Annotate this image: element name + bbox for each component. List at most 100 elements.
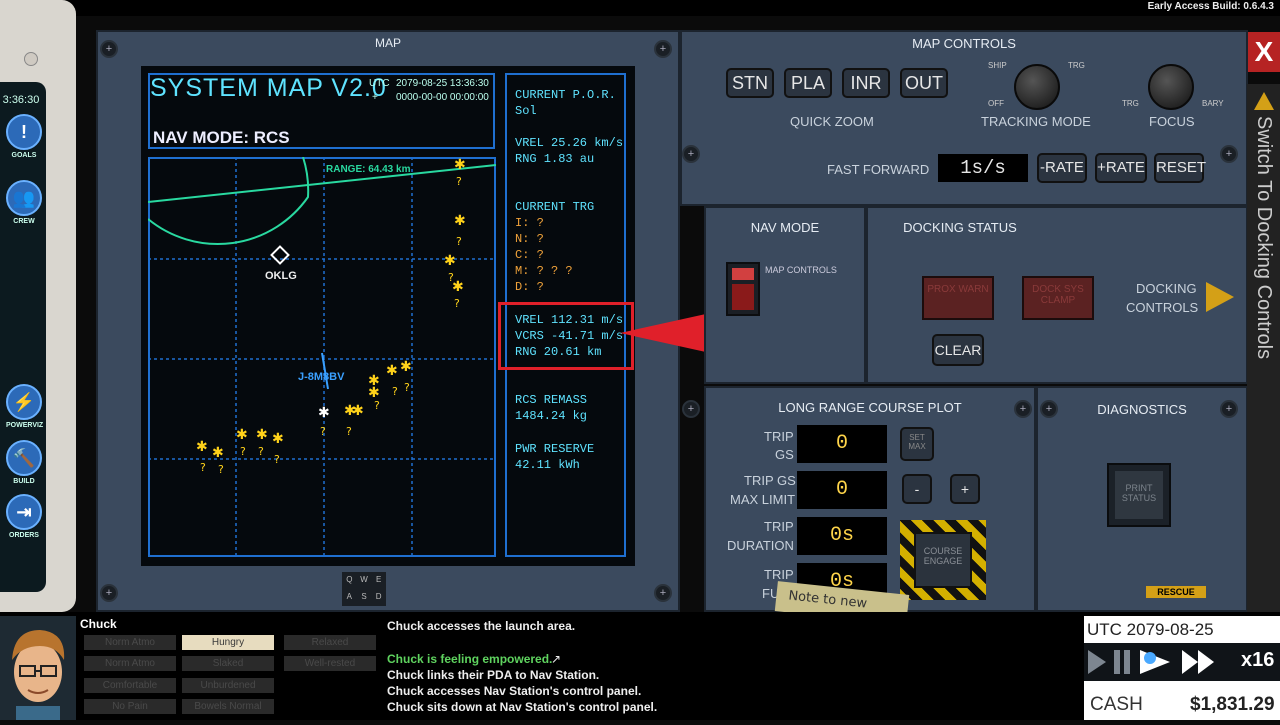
svg-text:?: ? xyxy=(392,385,398,398)
side-tab[interactable] xyxy=(1247,84,1280,612)
chuck-portrait-icon xyxy=(12,630,65,720)
cash-value: $1,831.29 xyxy=(1190,694,1275,715)
clear-button[interactable]: CLEAR xyxy=(932,334,984,366)
docking-status-title: DOCKING STATUS xyxy=(903,220,1017,235)
print-status-button[interactable]: PRINT STATUS xyxy=(1115,471,1163,519)
plus-rate-button[interactable]: +RATE xyxy=(1095,153,1147,183)
pda-goals-button[interactable]: ! GOALS xyxy=(6,114,42,159)
trg-line: N: ? xyxy=(515,232,544,246)
docking-controls-label-2: CONTROLS xyxy=(1126,300,1199,315)
minus-rate-button[interactable]: -RATE xyxy=(1037,153,1087,183)
build-label: Early Access Build: 0.6.4.3 xyxy=(1147,1,1274,12)
tracking-ship-label: SHIP xyxy=(988,61,1007,70)
nav-mode-switch[interactable] xyxy=(726,262,760,316)
key-s: S xyxy=(361,592,367,601)
reset-button[interactable]: RESET xyxy=(1154,153,1206,183)
pda-crew-button[interactable]: 👥 CREW xyxy=(6,180,42,225)
play-slow-icon xyxy=(1088,650,1106,674)
por-title: CURRENT P.O.R. xyxy=(515,88,616,102)
switch-lever xyxy=(732,284,754,310)
fuel-label-2: FU xyxy=(762,586,780,601)
system-map-view[interactable]: ✱? ✱? ✱? ✱? ✱✱? ✱? ✱? ✱✱? ✱? ✱✱✱ ?? ✱✱ ?… xyxy=(148,157,496,557)
pda-time: 3:36:30 xyxy=(2,94,40,106)
pla-button[interactable]: PLA xyxy=(784,68,832,98)
link-arrow-icon[interactable]: ↗ xyxy=(551,652,562,666)
trg-title: CURRENT TRG xyxy=(515,200,595,214)
pda-build-button[interactable]: 🔨 BUILD xyxy=(6,440,42,485)
svg-text:?: ? xyxy=(200,461,206,474)
log-line-empowered: Chuck is feeling empowered. xyxy=(387,652,553,666)
pda-powerviz-label: POWERVIZ xyxy=(6,422,44,429)
crew-icon: 👥 xyxy=(6,180,42,216)
nav-mode-label: NAV MODE: RCS xyxy=(153,128,290,147)
crew-name: Chuck xyxy=(80,617,117,631)
focus-knob[interactable] xyxy=(1148,64,1194,110)
screw-icon: + xyxy=(682,400,700,418)
stn-button[interactable]: STN xyxy=(726,68,774,98)
svg-text:?: ? xyxy=(258,445,264,458)
svg-text:✱: ✱ xyxy=(318,405,330,421)
svg-text:✱: ✱ xyxy=(344,403,356,419)
time-control-icons xyxy=(1088,650,1214,674)
rcs-value: 1484.24 kg xyxy=(515,409,588,423)
close-button[interactable]: X xyxy=(1248,32,1280,72)
course-plot-title: LONG RANGE COURSE PLOT xyxy=(778,400,962,415)
log-line: Chuck accesses the launch area. xyxy=(387,619,576,633)
switch-to-docking-label[interactable]: Switch To Docking Controls xyxy=(1253,116,1275,360)
screw-icon: + xyxy=(1220,400,1238,418)
pda-orders-label: ORDERS xyxy=(9,532,39,539)
max-limit-display: 0 xyxy=(797,471,887,509)
set-max-button[interactable]: SET MAX xyxy=(900,427,934,461)
svg-text:✱: ✱ xyxy=(196,439,208,455)
decrease-button[interactable]: - xyxy=(902,474,932,504)
pwr-title: PWR RESERVE xyxy=(515,442,595,456)
docking-arrow-icon[interactable] xyxy=(1206,282,1234,312)
svg-text:?: ? xyxy=(320,425,326,438)
inr-button[interactable]: INR xyxy=(842,68,890,98)
ship-trajectory xyxy=(321,352,329,390)
orders-icon: ⇥ xyxy=(6,494,42,530)
range-line xyxy=(148,164,496,203)
log-line: Chuck accesses Nav Station's control pan… xyxy=(387,684,642,698)
key-q: Q xyxy=(346,575,353,584)
svg-text:✱: ✱ xyxy=(368,385,380,401)
log-line: Chuck sits down at Nav Station's control… xyxy=(387,700,658,714)
out-button[interactable]: OUT xyxy=(900,68,948,98)
focus-trg-label: TRG xyxy=(1122,99,1139,108)
trait-badge: Comfortable xyxy=(84,678,176,693)
keyboard-hint: Q W E A S D xyxy=(342,572,386,606)
trait-badge: Unburdened xyxy=(182,678,274,693)
fuel-label-1: TRIP xyxy=(764,567,794,582)
side-tab-arrow-icon xyxy=(1254,92,1274,110)
max-limit-label-1: TRIP GS xyxy=(744,473,796,488)
svg-text:?: ? xyxy=(456,235,462,248)
station-marker xyxy=(270,245,290,265)
trip-gs-label-1: TRIP xyxy=(764,429,794,444)
trait-badge: Relaxed xyxy=(284,635,376,650)
trait-badge: Norm Atmo xyxy=(84,635,176,650)
rng-1: RNG 1.83 au xyxy=(515,152,595,166)
screw-icon: + xyxy=(654,584,672,602)
key-e: E xyxy=(375,575,382,584)
trg-line: D: ? xyxy=(515,280,544,294)
rescue-button[interactable]: RESCUE xyxy=(1146,586,1206,598)
map-grid-border xyxy=(148,157,496,557)
focus-label: FOCUS xyxy=(1149,114,1195,129)
svg-text:?: ? xyxy=(456,175,462,188)
avatar[interactable] xyxy=(0,616,76,720)
speed-multiplier[interactable]: x16 xyxy=(1241,649,1275,671)
play-icon xyxy=(1140,650,1170,674)
svg-text:?: ? xyxy=(274,453,280,466)
course-engage-button[interactable]: COURSE ENGAGE xyxy=(914,532,972,588)
svg-text:?: ? xyxy=(374,399,380,412)
pause-icon xyxy=(1114,650,1120,674)
svg-text:✱: ✱ xyxy=(236,427,248,443)
pda-orders-button[interactable]: ⇥ ORDERS xyxy=(6,494,42,539)
vcrs: VCRS -41.71 m/s xyxy=(515,329,624,343)
plus-label: + xyxy=(372,92,378,103)
increase-button[interactable]: + xyxy=(950,474,980,504)
pda-powerviz-button[interactable]: ⚡ POWERVIZ xyxy=(6,384,44,429)
readouts-box xyxy=(505,73,626,557)
svg-text:✱: ✱ xyxy=(368,373,380,389)
tracking-mode-knob[interactable] xyxy=(1014,64,1060,110)
